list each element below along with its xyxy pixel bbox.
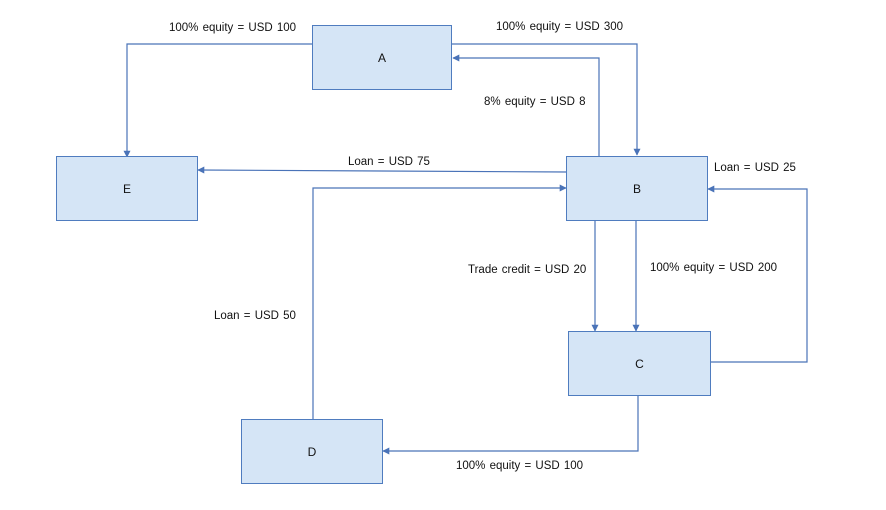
label-c-to-d: 100% equity = USD 100 <box>456 460 584 472</box>
edge-c-to-b-loan <box>707 185 808 363</box>
edge-b-to-e <box>197 166 568 174</box>
edge-c-to-d <box>382 395 639 455</box>
label-a-to-e: 100% equity = USD 100 <box>169 22 297 34</box>
label-b-to-c-trade-credit: Trade credit = USD 20 <box>468 264 587 276</box>
label-b-to-c-equity: 100% equity = USD 200 <box>650 262 778 274</box>
edge-a-to-b <box>452 43 641 156</box>
edge-b-to-a <box>452 54 600 156</box>
node-a: A <box>312 25 452 90</box>
node-b: B <box>566 156 708 221</box>
label-c-to-b-loan: Loan = USD 25 <box>714 162 796 174</box>
label-d-to-b: Loan = USD 50 <box>214 310 296 322</box>
node-e: E <box>56 156 198 221</box>
edge-a-to-e <box>123 43 312 158</box>
node-d: D <box>241 419 383 484</box>
label-b-to-a: 8% equity = USD 8 <box>484 96 586 108</box>
node-c: C <box>568 331 711 396</box>
label-a-to-b: 100% equity = USD 300 <box>496 21 624 33</box>
label-b-to-e: Loan = USD 75 <box>348 156 430 168</box>
edge-d-to-b <box>312 184 567 419</box>
